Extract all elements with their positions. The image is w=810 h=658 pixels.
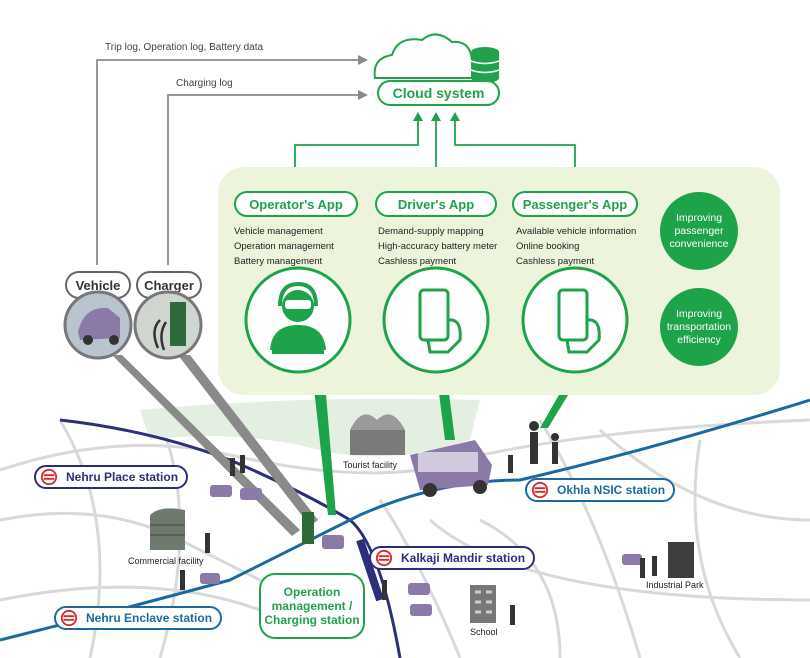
passenger-app-features: Available vehicle information Online boo… — [516, 224, 636, 269]
arrow-head-charging — [358, 90, 368, 100]
commercial-facility-label: Commercial facility — [128, 556, 204, 566]
log-arrows — [96, 59, 360, 265]
feature-item: Cashless payment — [516, 256, 595, 267]
feature-item: Battery management — [234, 256, 323, 267]
metro-line-navy-thick — [356, 538, 384, 602]
station-name: Nehru Place station — [66, 470, 179, 484]
feature-item: Cashless payment — [378, 256, 457, 267]
industrial-park-label: Industrial Park — [646, 580, 704, 590]
small-tuk-tuks — [200, 485, 642, 616]
commercial-building-icon — [150, 508, 185, 550]
kalkaji-station: Kalkaji Mandir station — [369, 546, 536, 570]
tourist-facility-icon — [350, 414, 405, 455]
charger-label: Charger — [136, 271, 202, 299]
nehru-place-station: Nehru Place station — [34, 465, 189, 489]
arrow-head-logs — [358, 55, 368, 65]
driver-app-features: Demand-supply mapping High-accuracy batt… — [378, 224, 497, 269]
cloud-system-label: Cloud system — [377, 80, 500, 106]
feature-item: Demand-supply mapping — [378, 226, 484, 237]
charger-beam — [178, 355, 318, 526]
charging-unit-icon — [302, 512, 314, 544]
driver-app-title: Driver's App — [375, 191, 497, 217]
tourist-facility-label: Tourist facility — [343, 460, 398, 470]
convenience-badge: Improving passenger convenience — [660, 192, 738, 270]
operation-charging-hub: Operation management / Charging station — [259, 573, 365, 639]
metro-logo-icon — [60, 609, 78, 627]
feature-item: Operation management — [234, 241, 334, 252]
people-figures — [180, 421, 657, 625]
station-name: Nehru Enclave station — [86, 611, 213, 625]
operator-beam — [312, 370, 336, 515]
logs-flow-label: Trip log, Operation log, Battery data — [105, 42, 264, 53]
feature-item: Vehicle management — [234, 226, 323, 237]
metro-logo-icon — [531, 481, 549, 499]
feature-item: High-accuracy battery meter — [378, 241, 498, 252]
metro-logo-icon — [40, 468, 58, 486]
efficiency-badge: Improving transportation efficiency — [660, 288, 738, 366]
passenger-app-title: Passenger's App — [512, 191, 638, 217]
school-label: School — [470, 627, 498, 637]
metro-logo-icon — [375, 549, 393, 567]
okhla-station: Okhla NSIC station — [525, 478, 676, 502]
tuk-tuk-icon — [410, 440, 492, 497]
school-building-icon — [470, 585, 496, 623]
nehru-enclave-station: Nehru Enclave station — [54, 606, 223, 630]
industrial-building-icon — [668, 542, 694, 578]
operator-app-title: Operator's App — [234, 191, 358, 217]
charging-log-label: Charging log — [176, 78, 233, 89]
station-name: Kalkaji Mandir station — [401, 551, 526, 565]
vehicle-label: Vehicle — [65, 271, 131, 299]
operator-app-features: Vehicle management Operation management … — [234, 224, 334, 269]
cloud-database-icon — [373, 33, 500, 83]
feature-item: Online booking — [516, 241, 580, 252]
metro-line-blue — [0, 398, 810, 642]
feature-item: Available vehicle information — [516, 226, 637, 237]
station-name: Okhla NSIC station — [557, 483, 666, 497]
